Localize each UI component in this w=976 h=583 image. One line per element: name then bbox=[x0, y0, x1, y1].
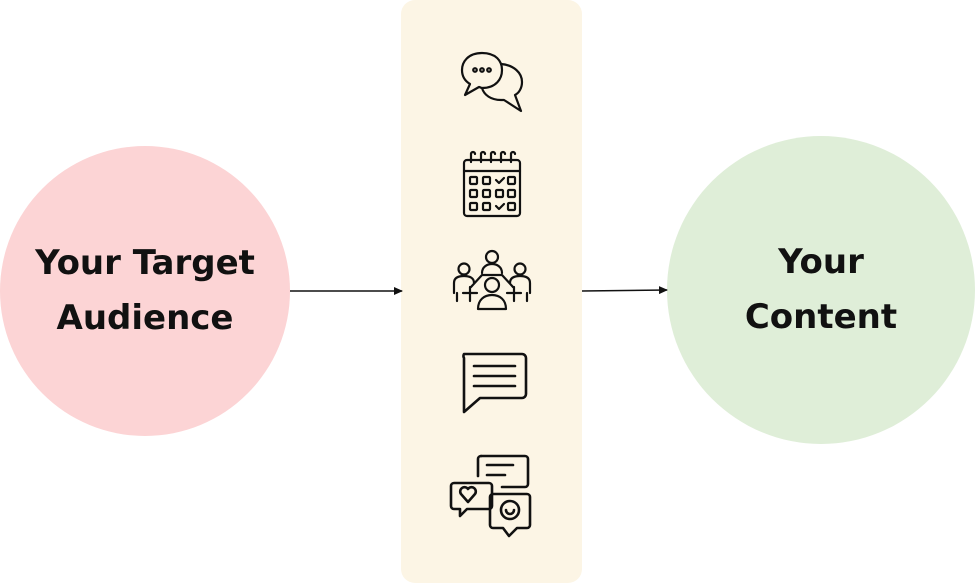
content-line-2: Content bbox=[744, 297, 898, 337]
target-audience-line-1: Your Target bbox=[35, 243, 255, 283]
content-line-1: Your bbox=[778, 242, 864, 282]
target-audience-node: Your Target Audience bbox=[0, 146, 290, 436]
social-feedback-icon bbox=[445, 448, 539, 542]
channels-to-content-arrow bbox=[581, 286, 668, 295]
content-node: Your Content bbox=[667, 136, 975, 444]
target-audience-label: Your Target Audience bbox=[35, 236, 255, 346]
channels-panel bbox=[401, 0, 582, 583]
chat-bubbles-icon bbox=[452, 37, 532, 117]
content-label: Your Content bbox=[745, 235, 897, 345]
meeting-icon bbox=[449, 247, 535, 317]
calendar-icon bbox=[453, 148, 531, 226]
message-icon bbox=[454, 348, 530, 418]
target-audience-line-2: Audience bbox=[56, 298, 234, 338]
